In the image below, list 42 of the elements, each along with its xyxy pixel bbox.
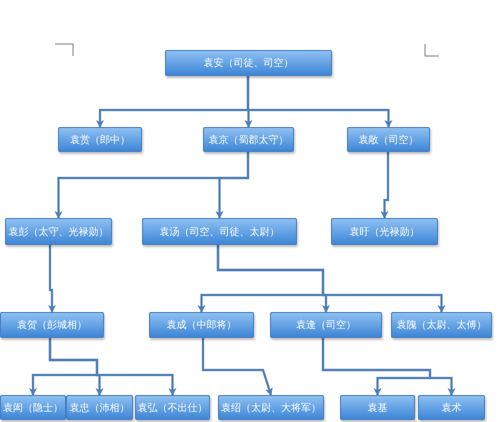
- person-name: 袁赏（郎中）: [70, 134, 130, 146]
- person-name: 袁成（中郎将）: [166, 318, 236, 332]
- person-name: 袁隗（太尉、太傅）: [396, 318, 486, 332]
- person-box: [218, 395, 324, 420]
- arrow: [48, 245, 56, 313]
- arrow: [216, 245, 446, 313]
- person-box: [142, 218, 297, 245]
- person-box: [149, 312, 254, 338]
- person-box: [391, 312, 492, 338]
- person-name: 袁忠（沛相）: [70, 402, 130, 414]
- person-box: [165, 50, 332, 76]
- person-name: 袁基: [368, 402, 388, 414]
- person-name: 袁术: [442, 402, 462, 414]
- person-box: [331, 218, 438, 245]
- person-name: 袁安（司徒、司空）: [204, 56, 294, 70]
- person-name: 袁盱（光禄勋）: [350, 226, 420, 238]
- person-name: 袁绍（太尉、大将军）: [221, 402, 321, 414]
- person-name: 袁闳（隐士）: [3, 402, 63, 414]
- person-name: 袁汤（司空、司徒、太尉）: [160, 226, 280, 238]
- person-name: 袁逢（司空）: [296, 318, 356, 332]
- person-name: 袁贺（彭城相）: [17, 318, 87, 332]
- person-box: [347, 127, 430, 152]
- person-box: [58, 127, 142, 152]
- arrow: [48, 338, 176, 396]
- person-box: [418, 395, 485, 420]
- person-box: [5, 218, 112, 245]
- person-box: [0, 395, 66, 420]
- person-box: [270, 312, 382, 338]
- arrow: [246, 76, 392, 128]
- arrow: [322, 338, 456, 396]
- arrow: [216, 152, 250, 219]
- person-box: [0, 312, 104, 338]
- person-box: [203, 127, 294, 152]
- arrow: [380, 152, 390, 219]
- person-box: [66, 395, 133, 420]
- person-box: [135, 395, 210, 420]
- person-name: 袁敞（司空）: [358, 134, 418, 146]
- arrow: [202, 338, 273, 396]
- person-name: 袁彭（太守、光禄勋）: [8, 226, 108, 238]
- person-box: [340, 395, 415, 420]
- person-name: 袁京（蜀郡太守）: [208, 134, 288, 146]
- person-name: 袁弘（不出仕）: [138, 402, 208, 414]
